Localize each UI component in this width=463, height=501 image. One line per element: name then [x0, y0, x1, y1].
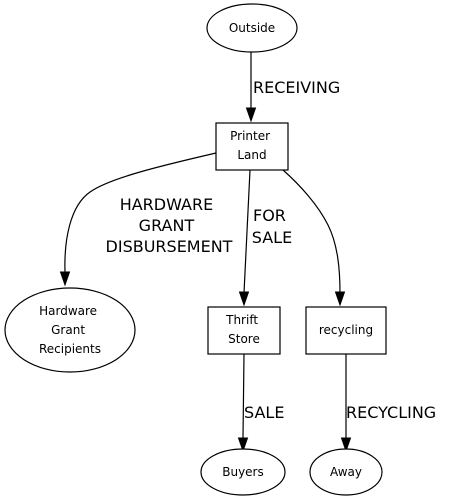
edge-label-line: RECYCLING: [346, 403, 436, 422]
node-buyers-label: Buyers: [222, 465, 264, 479]
arrowhead: [59, 271, 71, 287]
node-thrift-store-shape: [207, 306, 281, 355]
node-recycling-shape: [305, 306, 387, 355]
node-away-shape: [309, 448, 383, 496]
node-label-line: Land: [237, 148, 266, 162]
arrowhead: [334, 291, 346, 307]
edge-label-line: FOR: [253, 206, 286, 225]
node-recycling-label: recycling: [319, 323, 373, 337]
node-away-label: Away: [330, 465, 362, 479]
node-outside-label: Outside: [229, 21, 275, 35]
node-printer-land-label: Printer Land: [230, 129, 274, 162]
node-label-line: Buyers: [222, 465, 264, 479]
node-thrift-store: Thrift Store: [207, 306, 281, 355]
edge-label-line: GRANT: [139, 216, 195, 235]
node-label-line: Away: [330, 465, 362, 479]
node-label-line: Outside: [229, 21, 275, 35]
edge-label-line: SALE: [244, 403, 284, 422]
arrowhead: [238, 291, 250, 307]
node-label-line: Hardware: [39, 304, 97, 318]
node-label-line: Printer: [230, 129, 270, 143]
edge-label-sale: SALE: [244, 403, 284, 422]
edge-recycling-to-away: RECYCLING: [340, 354, 436, 453]
edge-label-line: DISBURSEMENT: [106, 237, 233, 256]
node-hardware-grant-recipients-shape: [4, 287, 136, 373]
node-label-line: Thrift: [225, 313, 258, 327]
node-outside: Outside: [206, 3, 298, 53]
edge-label-hardware-grant-disbursement: HARDWARE GRANT DISBURSEMENT: [106, 195, 233, 256]
edge-printer-land-to-hardware-grant-recipients: HARDWARE GRANT DISBURSEMENT: [59, 152, 233, 287]
edge-label-line: RECEIVING: [253, 78, 340, 97]
node-away: Away: [309, 448, 383, 496]
edge-label-receiving: RECEIVING: [253, 78, 340, 97]
node-printer-land: Printer Land: [215, 122, 289, 171]
edge-label-recycling: RECYCLING: [346, 403, 436, 422]
node-label-line: Store: [228, 332, 260, 346]
edge-printer-land-to-recycling: [282, 169, 346, 307]
arrowhead: [340, 437, 352, 453]
edge-label-line: SALE: [252, 228, 292, 247]
node-thrift-store-label: Thrift Store: [225, 313, 262, 346]
node-recycling: recycling: [305, 306, 387, 355]
arrowhead: [237, 437, 249, 453]
node-label-line: Recipients: [39, 342, 101, 356]
node-label-line: recycling: [319, 323, 373, 337]
edge-label-line: HARDWARE: [120, 195, 214, 214]
edge-thrift-store-to-buyers: SALE: [237, 353, 284, 453]
arrowhead: [245, 107, 257, 123]
node-buyers: Buyers: [200, 448, 286, 496]
node-outside-shape: [206, 3, 298, 53]
node-buyers-shape: [200, 448, 286, 496]
edge-outside-to-printer-land: RECEIVING: [245, 52, 340, 123]
node-hardware-grant-recipients: Hardware Grant Recipients: [4, 287, 136, 373]
edge-label-for-sale: FOR SALE: [252, 206, 292, 247]
edge-printer-land-to-thrift-store: FOR SALE: [238, 169, 292, 307]
node-printer-land-shape: [215, 122, 289, 171]
node-hardware-grant-recipients-label: Hardware Grant Recipients: [39, 304, 101, 356]
node-label-line: Grant: [51, 323, 85, 337]
